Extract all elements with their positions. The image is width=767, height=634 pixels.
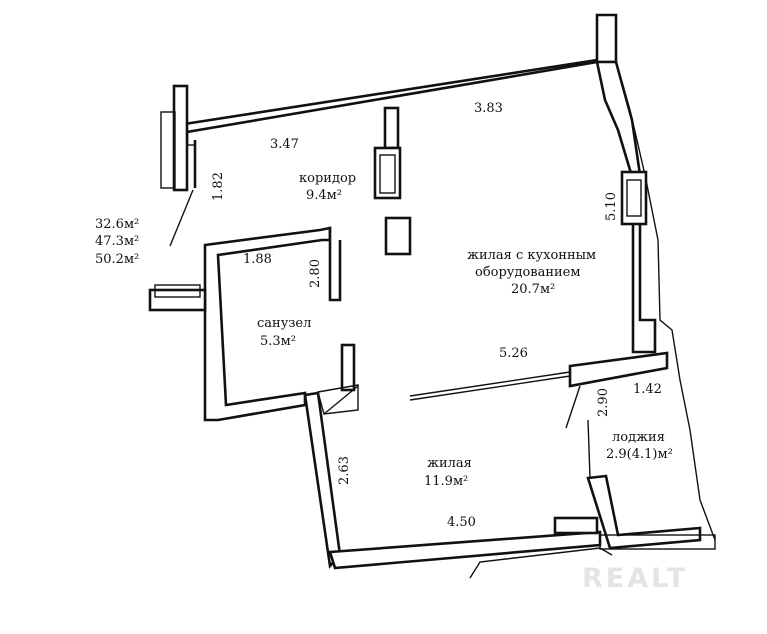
bathroom-door-jamb (340, 343, 356, 392)
bedroom-wall-bottom (328, 530, 602, 570)
dim-2-80: 2.80 (307, 259, 323, 288)
dim-3-83: 3.83 (474, 101, 503, 116)
realt-watermark: REALT (582, 563, 689, 594)
room-area-bedroom: 11.9м² (424, 474, 469, 489)
room-partition (409, 371, 571, 397)
kitchen-counter (373, 146, 402, 200)
room-name-loggia: лоджия (612, 430, 665, 445)
bathroom-partition-top (328, 228, 342, 302)
loggia-door (587, 419, 591, 479)
room-area-loggia: 2.9(4.1)м² (606, 447, 673, 462)
bathroom-wall-left (203, 226, 332, 422)
loggia-edge (699, 499, 716, 541)
dim-5-10: 5.10 (603, 192, 619, 221)
dim-5-26: 5.26 (499, 346, 528, 361)
room-name-living-kitchen: жилая с кухонным (467, 248, 597, 263)
window-niche-inner (626, 179, 642, 217)
bottom-outline (469, 547, 613, 579)
bedroom-window-bottom (553, 516, 599, 535)
room-partition-2 (409, 375, 571, 401)
room-name-bedroom: жилая (427, 456, 472, 471)
leader-area (169, 189, 194, 247)
dim-4-50: 4.50 (447, 515, 476, 530)
area-total-living: 32.6м² (95, 217, 140, 232)
vent-stub-inner (154, 284, 201, 298)
left-bay-inner (160, 111, 176, 189)
room-name-bathroom: санузел (257, 316, 312, 331)
bedroom-wall-left (303, 391, 342, 569)
area-total-with-loggia: 50.2м² (95, 252, 140, 267)
right-wall-upper (595, 60, 657, 354)
room-area-living-kitchen: 20.7м² (511, 282, 556, 297)
dim-1-82: 1.82 (210, 172, 226, 201)
room-area-corridor: 9.4м² (306, 188, 342, 203)
loggia-divider-wall (568, 351, 669, 388)
dim-1-42: 1.42 (633, 382, 662, 397)
dim-2-90: 2.90 (595, 388, 611, 417)
right-wall-outline (615, 61, 701, 501)
room-name-living-kitchen-2: оборудованием (475, 265, 581, 280)
room-name-corridor: коридор (299, 171, 357, 186)
loggia-railing (599, 534, 716, 550)
kitchen-column (383, 106, 400, 150)
loggia-wall (586, 474, 702, 550)
bathroom-door-swing (323, 385, 359, 415)
dim-1-88: 1.88 (243, 252, 272, 267)
bathroom-door (317, 384, 359, 415)
room-area-bathroom: 5.3м² (260, 334, 296, 349)
kitchen-sink (379, 154, 396, 194)
dim-2-63: 2.63 (336, 456, 352, 485)
kitchen-unit (384, 216, 412, 256)
left-bay-outer (172, 84, 189, 192)
vent-stub (148, 288, 207, 312)
dim-3-47: 3.47 (270, 137, 299, 152)
leader-loggia (565, 385, 581, 429)
area-total: 47.3м² (95, 234, 140, 249)
